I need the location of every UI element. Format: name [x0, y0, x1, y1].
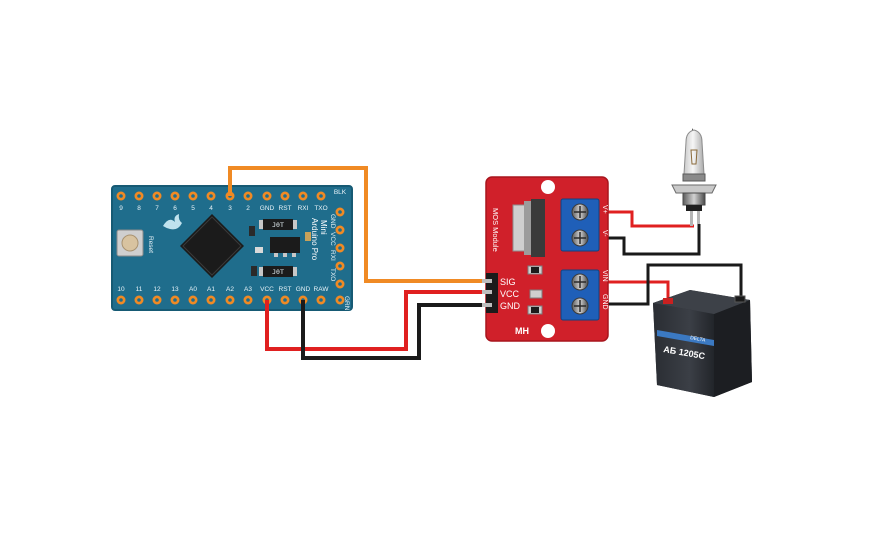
- mounting-hole: [541, 180, 555, 194]
- terminal-block-load: [560, 198, 600, 252]
- chip-label: J0T: [272, 268, 284, 276]
- pin-label: 9: [119, 205, 123, 212]
- module-mark: MH: [515, 326, 529, 336]
- pin-label: GND: [260, 205, 275, 212]
- pin-label: 5: [191, 205, 195, 212]
- pin-sig-label: SIG: [500, 277, 516, 287]
- battery-12v: DELTA АБ 1205С: [653, 290, 752, 397]
- smd-led: [529, 289, 543, 299]
- pin-label: 10: [117, 286, 125, 293]
- reset-label: Reset: [147, 236, 154, 253]
- capacitor-top: J0T: [259, 219, 297, 230]
- pin-label: 12: [153, 286, 161, 293]
- terminal-vin-label: VIN: [601, 270, 608, 282]
- battery-positive-wire: [600, 280, 670, 300]
- pin-label: VCC: [260, 286, 274, 293]
- terminal-vplus-label: V+: [601, 205, 608, 214]
- battery-negative-terminal: [734, 295, 746, 303]
- pin-label: RAW: [314, 286, 330, 293]
- pin-label: A2: [226, 286, 234, 293]
- board-name-mini: Mini: [319, 220, 328, 235]
- pin-label: RXI: [329, 250, 336, 261]
- side-pin-holes: [335, 207, 345, 289]
- smd-component: [249, 226, 255, 236]
- halogen-lamp-icon: [671, 128, 717, 226]
- signal-wire-orange: [228, 166, 497, 283]
- terminal-gnd-label: GND: [601, 294, 608, 310]
- pin-label: RST: [279, 286, 292, 293]
- module-title: MOS Module: [491, 208, 500, 252]
- pin-label: 4: [209, 205, 213, 212]
- pin-label: A3: [244, 286, 252, 293]
- corner-label-grn: GRN: [343, 296, 350, 311]
- pin-label: 11: [136, 286, 143, 293]
- lamp-negative-wire: [600, 224, 701, 256]
- pin-label: GND: [329, 214, 336, 229]
- pin-label: A0: [189, 286, 197, 293]
- pin-label: A1: [207, 286, 215, 293]
- pin-label: 3: [228, 205, 232, 212]
- pin-label: VCC: [329, 232, 336, 246]
- bottom-pin-labels: 10 11 12 13 A0 A1 A2 A3 VCC RST GND RAW …: [117, 286, 350, 311]
- capacitor-bottom: J0T: [259, 266, 297, 277]
- pin-label: 6: [173, 205, 177, 212]
- pin-label: GND: [296, 286, 311, 293]
- mounting-hole: [541, 324, 555, 338]
- top-pin-labels: 9 8 7 6 5 4 3 2 GND RST RXI TXO BLK: [119, 189, 347, 212]
- pin-label: TXO: [329, 268, 336, 281]
- flame-logo-icon: [163, 214, 182, 230]
- battery-brand: DELTA: [690, 335, 707, 344]
- lamp-positive-wire: [600, 210, 694, 228]
- pin-label: 13: [171, 286, 179, 293]
- terminal-block-power: [560, 269, 600, 321]
- battery-positive-terminal: [663, 298, 673, 304]
- pin-label: 7: [155, 205, 159, 212]
- reset-button: [116, 229, 144, 257]
- board-name: Arduino Pro: [310, 218, 319, 261]
- gnd-wire-black: [301, 300, 497, 360]
- smd-component: [255, 247, 263, 253]
- pin-label: 8: [137, 205, 141, 212]
- terminal-vminus-label: V-: [601, 230, 608, 237]
- smd-component: [305, 232, 311, 241]
- pin-gnd-label: GND: [500, 301, 521, 311]
- pin-label: RST: [279, 205, 292, 212]
- top-pin-holes: [116, 191, 326, 201]
- mosfet-transistor: [512, 199, 545, 257]
- vcc-wire-red: [265, 290, 497, 351]
- battery-label-strip: [657, 330, 714, 346]
- mos-module: MOS Module SIG VCC GND MH: [482, 176, 609, 342]
- wires: [228, 166, 743, 360]
- smd-component: [251, 266, 257, 276]
- regulator-chip: [270, 237, 300, 257]
- battery-negative-wire: [600, 263, 743, 306]
- arduino-pro-mini-board: 9 8 7 6 5 4 3 2 GND RST RXI TXO BLK GND …: [111, 185, 353, 311]
- side-pin-labels: GND VCC RXI TXO: [329, 214, 336, 281]
- chip-label: J0T: [272, 221, 284, 229]
- pin-label: 2: [246, 205, 250, 212]
- pin-label: RXI: [298, 205, 309, 212]
- header-connector: [482, 273, 498, 313]
- pin-vcc-label: VCC: [500, 289, 520, 299]
- pin-label: TXO: [314, 205, 327, 212]
- microcontroller-chip: [180, 214, 244, 278]
- corner-label-blk: BLK: [334, 189, 347, 196]
